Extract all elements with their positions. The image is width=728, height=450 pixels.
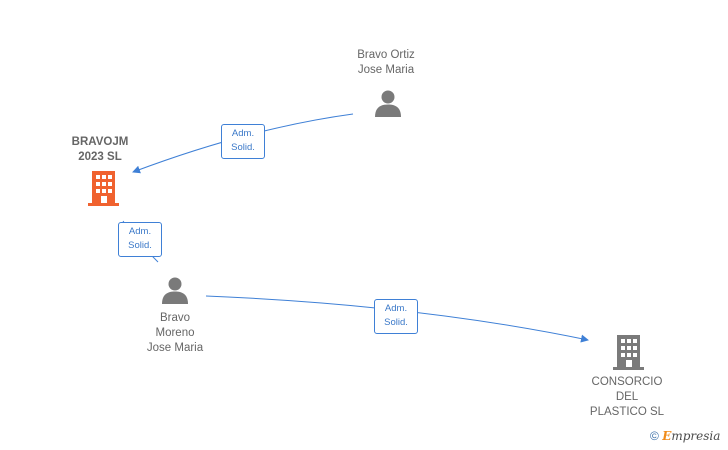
node-label-line: Moreno bbox=[155, 327, 195, 339]
brand-logo-text: mpresia bbox=[671, 429, 721, 443]
edge-label-line: Adm. bbox=[128, 226, 152, 237]
node-label-line: PLASTICO SL bbox=[589, 406, 665, 418]
node-bravo-moreno[interactable]: Bravo Moreno Jose Maria bbox=[120, 311, 230, 356]
edge-label-line: Solid. bbox=[231, 142, 255, 153]
copyright-icon: © bbox=[650, 429, 659, 443]
edge-label-line: Adm. bbox=[231, 128, 255, 139]
watermark: © Empresia bbox=[650, 429, 720, 443]
node-label-line: Jose Maria bbox=[357, 64, 415, 76]
edge-label-line: Solid. bbox=[128, 240, 152, 251]
building-icon[interactable] bbox=[87, 170, 120, 206]
edge-label-role[interactable]: Adm. Solid. bbox=[221, 124, 265, 159]
edge-label-line: Adm. bbox=[384, 303, 408, 314]
node-bravojm[interactable]: BRAVOJM 2023 SL bbox=[50, 135, 150, 165]
node-label-line: Bravo Ortiz bbox=[357, 49, 415, 61]
node-label-line: BRAVOJM bbox=[71, 136, 129, 148]
node-label-line: DEL bbox=[615, 391, 639, 403]
edge-label-role[interactable]: Adm. Solid. bbox=[374, 299, 418, 334]
node-label-line: Bravo bbox=[159, 312, 191, 324]
person-icon[interactable] bbox=[160, 275, 190, 305]
node-label-line: 2023 SL bbox=[78, 151, 122, 163]
building-icon[interactable] bbox=[612, 334, 645, 370]
person-icon[interactable] bbox=[373, 88, 403, 118]
node-consorcio[interactable]: CONSORCIO DEL PLASTICO SL bbox=[572, 375, 682, 420]
edge-label-role[interactable]: Adm. Solid. bbox=[118, 222, 162, 257]
node-bravo-ortiz[interactable]: Bravo Ortiz Jose Maria bbox=[330, 48, 442, 78]
node-label-line: Jose Maria bbox=[146, 342, 204, 354]
brand-logo-initial: E bbox=[662, 429, 672, 443]
edge-label-line: Solid. bbox=[384, 317, 408, 328]
node-label-line: CONSORCIO bbox=[591, 376, 663, 388]
